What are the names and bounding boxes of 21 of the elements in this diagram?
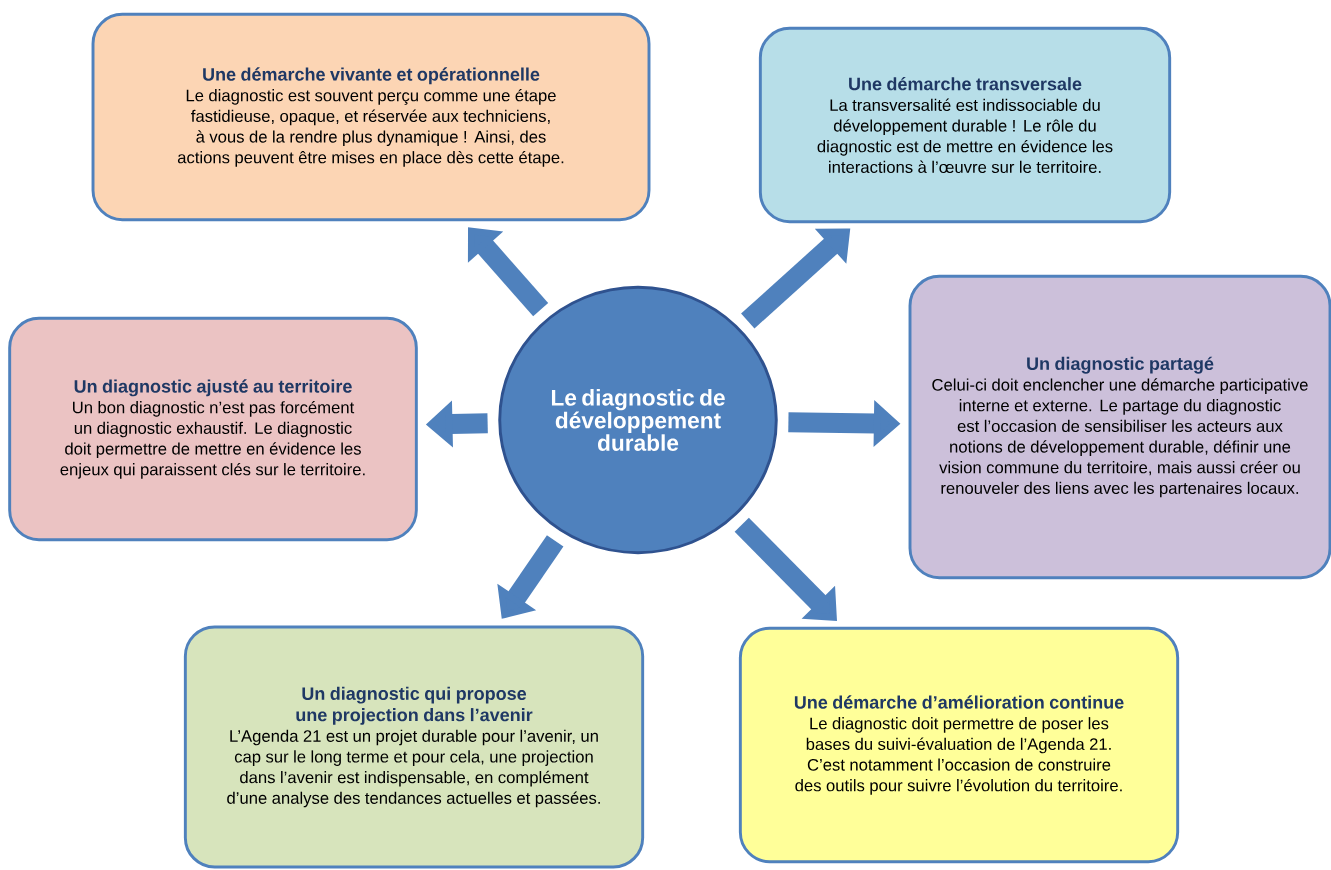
box-text: Le diagnostic doit permettre de poser les bases du suivi-évaluation de l’Agenda 21. C’est notamment l’occasion de construire des outils pour suivre l’évolution du territoire.	[795, 717, 1122, 795]
rounded-box	[908, 274, 1331, 580]
box-heading: Un diagnostic partagé	[1027, 356, 1214, 374]
box-text: Un bon diagnostic n’est pas forcément un diagnostic exhaustif. Le diagnostic doit permettre de mettre en évidence les enjeux qui paraissent clés sur le territoire.	[60, 400, 365, 479]
center-ellipse	[498, 285, 778, 555]
block-arrow	[467, 227, 549, 317]
box-heading: Un diagnostic qui propose une projection dans l’avenir	[296, 686, 533, 725]
rounded-box	[183, 625, 645, 869]
rounded-box	[8, 316, 418, 542]
rounded-box	[91, 12, 651, 222]
box-heading: Un diagnostic ajusté au territoire	[74, 379, 352, 397]
box-heading: Une démarche d’amélioration continue	[794, 695, 1124, 709]
box-text: La transversalité est indissociable du développement durable ! Le rôle du diagnostic est de mettre en évidence les interactions à l’œuvre sur le territoire.	[817, 98, 1113, 173]
center-title: Le diagnostic de développement durable	[551, 389, 725, 451]
box-text: L’Agenda 21 est un projet durable pour l’avenir, un cap sur le long terme et pour cela, une projection dans l’avenir est indispensable, en complément d’une analyse des tendances actuelles et passées.	[227, 729, 600, 808]
box-heading: Une démarche transversale	[849, 77, 1082, 91]
rounded-box	[758, 26, 1172, 224]
box-text: Celui-ci doit enclencher une démarche participative interne et externe. Le partage du diagnostic est l’occasion de sensibiliser les acteurs aux notions de développement durable, définir une vision commune du territoire, mais aussi créer ou renouveler des liens avec les partenaires locaux.	[932, 378, 1308, 498]
rounded-box	[738, 626, 1180, 864]
box-heading: Une démarche vivante et opérationnelle	[203, 67, 540, 85]
box-text: Le diagnostic est souvent perçu comme une étape fastidieuse, opaque, et réservée aux techniciens, à vous de la rendre plus dynamique ! Ainsi, des actions peuvent être mises en place dès cette étape.	[177, 88, 564, 167]
